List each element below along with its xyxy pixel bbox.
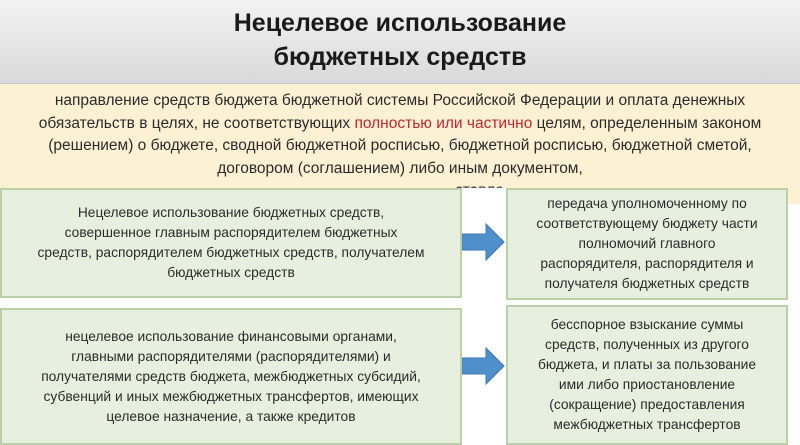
consequence-text: бесспорное взыскание суммы средств, полу…: [538, 315, 756, 435]
violation-box-main-managers: Нецелевое использование бюджетных средст…: [0, 188, 462, 298]
consequence-text: передача уполномоченному по соответствую…: [536, 194, 757, 294]
title-line-1: Нецелевое использование: [233, 9, 567, 37]
violation-text: нецелевое использование финансовыми орга…: [41, 327, 421, 427]
text-line: получателями средств бюджета, межбюджетн…: [41, 368, 421, 384]
text-line: Нецелевое использование бюджетных средст…: [77, 205, 385, 220]
title-line-2: бюджетных средств: [273, 43, 527, 71]
text-line: бюджетных средств: [167, 265, 295, 280]
arrow-right-icon: [462, 346, 505, 386]
text-line: средств, распорядителем бюджетных средст…: [37, 245, 425, 260]
text-line: распорядителя, распорядителя и: [540, 256, 754, 271]
text-line: (сокращение) предоставления: [549, 397, 745, 412]
text-line: нецелевое использование финансовыми орга…: [65, 328, 397, 344]
definition-highlight: полностью или частично: [354, 114, 533, 132]
text-line: получателя бюджетных средств: [544, 276, 750, 291]
text-line: полномочий главного: [578, 236, 716, 251]
arrow-right-icon: [462, 222, 505, 262]
text-line: бесспорное взыскание суммы: [550, 317, 744, 332]
text-line: ими либо приостановление: [558, 377, 736, 392]
text-line: передача уполномоченному по: [547, 196, 747, 211]
text-line: совершенное главным распорядителем бюдже…: [64, 225, 398, 240]
violation-box-financial-bodies: нецелевое использование финансовыми орга…: [0, 308, 462, 445]
text-line: соответствующему бюджету части: [536, 216, 758, 231]
definition-panel: направление средств бюджета бюджетной си…: [0, 84, 800, 204]
text-line: бюджета, и платы за пользование: [537, 357, 757, 372]
consequence-box-recovery: бесспорное взыскание суммы средств, полу…: [506, 305, 788, 445]
text-line: субвенций и иных межбюджетных трансферто…: [43, 388, 419, 404]
text-line: средств, полученных из другого: [545, 337, 749, 352]
text-line: целевое назначение, а также кредитов: [106, 408, 356, 424]
text-line: главными распорядителями (распорядителям…: [71, 348, 391, 364]
definition-text-1: направление средств бюджета бюджетной си…: [38, 92, 746, 132]
text-line: межбюджетных трансфертов: [553, 417, 741, 432]
violation-text: Нецелевое использование бюджетных средст…: [38, 203, 425, 283]
consequence-box-transfer-powers: передача уполномоченному по соответствую…: [506, 188, 788, 300]
definition-text-2: целям, определенным законом (решением) о…: [48, 114, 762, 177]
slide-title: Нецелевое использование бюджетных средст…: [0, 0, 800, 84]
connector-area: [462, 188, 506, 445]
